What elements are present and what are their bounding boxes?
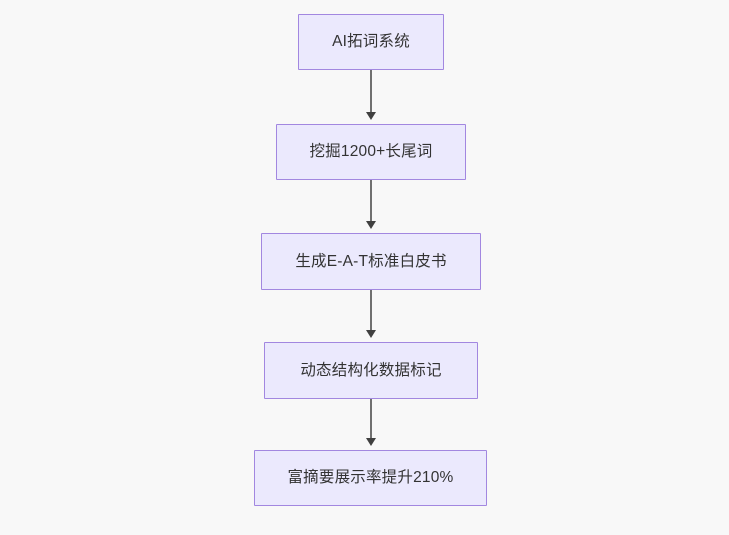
edge-n2-n3 <box>370 180 372 225</box>
edge-n4-n5 <box>370 399 372 442</box>
arrowhead-n3-n4 <box>365 330 376 338</box>
flowchart-node-3[interactable]: 生成E-A-T标准白皮书 <box>261 233 481 290</box>
flowchart-node-2-label: 挖掘1200+长尾词 <box>309 143 433 161</box>
flowchart-node-2[interactable]: 挖掘1200+长尾词 <box>276 124 466 180</box>
arrowhead-n1-n2 <box>365 112 376 120</box>
edge-n3-n4 <box>370 290 372 334</box>
flowchart-node-4[interactable]: 动态结构化数据标记 <box>264 342 478 399</box>
edge-n1-n2 <box>370 70 372 116</box>
flowchart-node-5-label: 富摘要展示率提升210% <box>287 469 454 487</box>
flowchart-node-4-label: 动态结构化数据标记 <box>300 361 442 379</box>
arrowhead-n2-n3 <box>365 221 376 229</box>
flowchart-node-1[interactable]: AI拓词系统 <box>298 14 444 70</box>
flowchart-node-3-label: 生成E-A-T标准白皮书 <box>295 252 447 270</box>
flowchart-node-1-label: AI拓词系统 <box>332 33 410 51</box>
arrowhead-n4-n5 <box>365 438 376 446</box>
flowchart-node-5[interactable]: 富摘要展示率提升210% <box>254 450 487 506</box>
